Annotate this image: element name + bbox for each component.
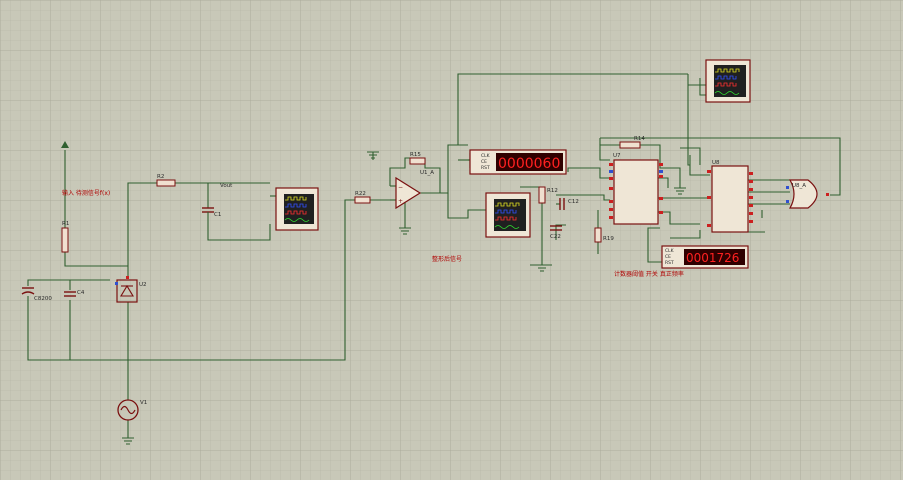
r14-label: R14 [634,136,645,142]
source-label: 输入 待测信号f(x) [62,189,110,197]
svg-text:−: − [398,184,403,191]
c4-label: C4 [77,290,85,296]
logic-gate-u5[interactable]: U8_A [786,179,829,209]
ac-source-icon[interactable]: V1 [117,399,147,421]
c12-label: C12 [568,199,579,205]
resistor-r12[interactable]: R12 [538,186,558,204]
resistor-r19[interactable]: R19 [594,227,614,243]
r2-label: R2 [157,174,164,180]
c22-label: C22 [550,234,561,240]
ic-u8[interactable]: U8 [707,160,753,233]
resistor-r22[interactable]: R22 [354,191,371,204]
c1-label: C1 [214,212,221,218]
counter1-clk: CLK [481,153,491,159]
counter-display-icon[interactable]: 0000060 CLK CE RST [469,149,567,175]
capacitor-c12[interactable]: C12 [559,198,579,210]
oscilloscope-icon[interactable] [275,187,319,231]
resistor-r2[interactable]: R2 [156,174,176,187]
counter-label: 计数器阈值 开关 真正频率 [614,270,684,278]
resistor-r14[interactable]: R14 [619,136,645,149]
r22-label: R22 [355,191,366,197]
resistor-r1[interactable]: R1 [61,221,69,253]
opamp-u1[interactable]: − + U1_A [395,170,434,210]
svg-text:+: + [398,198,403,205]
u8-label: U8 [712,160,720,166]
annotations: 输入 待测信号f(x) Vout 整形后信号 计数器阈值 开关 真正频率 [62,183,684,278]
wires [27,73,841,438]
u1a-label: U1_A [420,170,434,176]
r15-label: R15 [410,152,421,158]
capacitor-c4[interactable]: C4 [64,290,85,297]
u7-label: U7 [613,153,621,159]
c8200-label: C8200 [34,296,52,302]
v1-label: V1 [140,400,147,406]
oscilloscope-icon[interactable] [485,192,531,238]
capacitor-c22[interactable]: C22 [550,225,562,240]
u2-label: U2 [139,282,147,288]
counter2-rst: RST [665,260,674,266]
counter1-value: 0000060 [498,156,560,172]
shaping-label: 整形后信号 [432,255,462,263]
capacitor-c1[interactable]: C1 [202,207,221,222]
ground-icon [122,151,686,445]
counter2-value: 0001726 [686,251,739,265]
counter2-ce: CE [665,254,671,260]
capacitor-c8200[interactable]: C8200 [21,287,52,302]
oscilloscope-icon[interactable] [705,59,751,103]
counter1-rst: RST [481,165,490,171]
r1-label: R1 [62,221,69,227]
resistor-r15[interactable]: R15 [409,152,426,165]
ic-u7[interactable]: U7 [609,153,663,225]
power-terminal-icon [61,141,69,148]
r12-label: R12 [547,188,558,194]
counter1-ce: CE [481,159,487,165]
bridge-rectifier-u2[interactable]: U2 [115,276,147,303]
counter-display-icon[interactable]: 0001726 CLK CE RST [661,245,749,269]
u8a-label: U8_A [792,183,806,189]
counter2-clk: CLK [665,248,675,254]
r19-label: R19 [603,236,614,242]
lowpass-label: Vout [220,183,233,189]
